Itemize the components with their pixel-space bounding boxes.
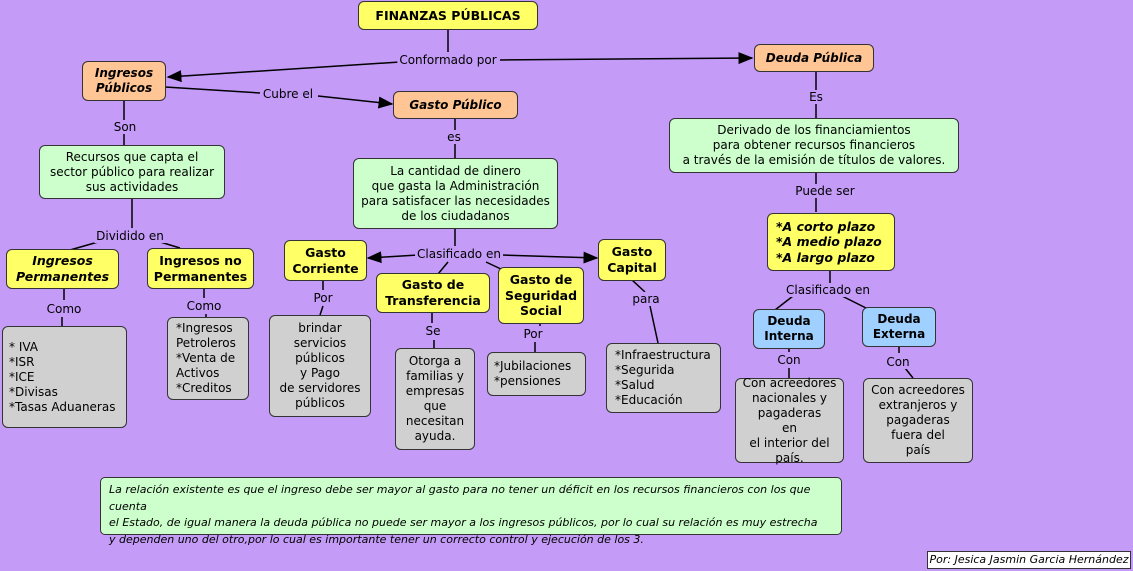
node-infraestructura: *Infraestructura *Segurida *Salud *Educa… xyxy=(606,343,721,413)
label-son: Son xyxy=(111,120,139,134)
label-por-seguridad: Por xyxy=(521,327,545,341)
label-por-corriente: Por xyxy=(311,291,335,305)
node-recursos: Recursos que capta el sector público par… xyxy=(39,145,225,199)
node-lista-no-permanentes: *Ingresos Petroleros *Venta de Activos *… xyxy=(167,317,249,400)
node-gasto-capital: Gasto Capital xyxy=(598,239,666,281)
label-se-transferencia: Se xyxy=(423,324,443,338)
node-acreedores-nacionales: Con acreedores nacionales y pagaderas en… xyxy=(735,376,844,465)
node-derivado: Derivado de los financiamientos para obt… xyxy=(669,118,959,173)
label-para-capital: para xyxy=(630,292,662,306)
label-con-externa: Con xyxy=(884,355,912,369)
node-gasto-transferencia: Gasto de Transferencia xyxy=(376,273,490,313)
node-lista-permanentes: * IVA *ISR *ICE *Divisas *Tasas Aduanera… xyxy=(2,326,127,428)
label-conformado-por: Conformado por xyxy=(397,53,499,67)
node-ingresos-publicos: Ingresos Públicos xyxy=(82,61,166,101)
node-deuda-interna: Deuda Interna xyxy=(753,309,825,349)
node-deuda-publica: Deuda Pública xyxy=(754,44,874,72)
node-cantidad-dinero: La cantidad de dinero que gasta la Admin… xyxy=(353,158,558,229)
label-clasificado-en-gasto: Clasificado en xyxy=(415,247,503,261)
label-cubre-el: Cubre el xyxy=(260,87,316,101)
label-como-no-permanentes: Como xyxy=(184,299,224,313)
node-otorga: Otorga a familias y empresas que necesit… xyxy=(395,348,475,450)
node-brindar: brindar servicios públicos y Pago de ser… xyxy=(269,315,371,417)
node-deuda-externa: Deuda Externa xyxy=(862,307,936,347)
node-ingresos-no-permanentes: Ingresos no Permanentes xyxy=(147,248,254,289)
relationship-note: La relación existente es que el ingreso … xyxy=(100,477,842,546)
node-gasto-publico: Gasto Público xyxy=(393,91,518,119)
node-gasto-corriente: Gasto Corriente xyxy=(284,240,367,281)
node-ingresos-permanentes: Ingresos Permanentes xyxy=(6,249,119,289)
label-con-interna: Con xyxy=(775,353,803,367)
label-puede-ser: Puede ser xyxy=(793,184,857,198)
node-jubilaciones: *Jubilaciones *pensiones xyxy=(487,352,586,396)
title-node: FINANZAS PÚBLICAS xyxy=(358,1,538,30)
node-plazos: *A corto plazo *A medio plazo *A largo p… xyxy=(767,213,895,271)
author-credit: Por: Jesica Jasmin Garcia Hernández xyxy=(927,551,1131,569)
label-es-deuda: Es xyxy=(807,90,825,104)
label-dividido-en: Dividido en xyxy=(94,229,166,243)
label-clasificado-en-deuda: Clasificado en xyxy=(784,283,872,297)
node-acreedores-extranjeros: Con acreedores extranjeros y pagaderas f… xyxy=(863,378,973,463)
node-gasto-seguridad-social: Gasto de Seguridad Social xyxy=(498,267,584,324)
label-es-gasto: es xyxy=(445,130,463,144)
label-como-permanentes: Como xyxy=(44,302,84,316)
